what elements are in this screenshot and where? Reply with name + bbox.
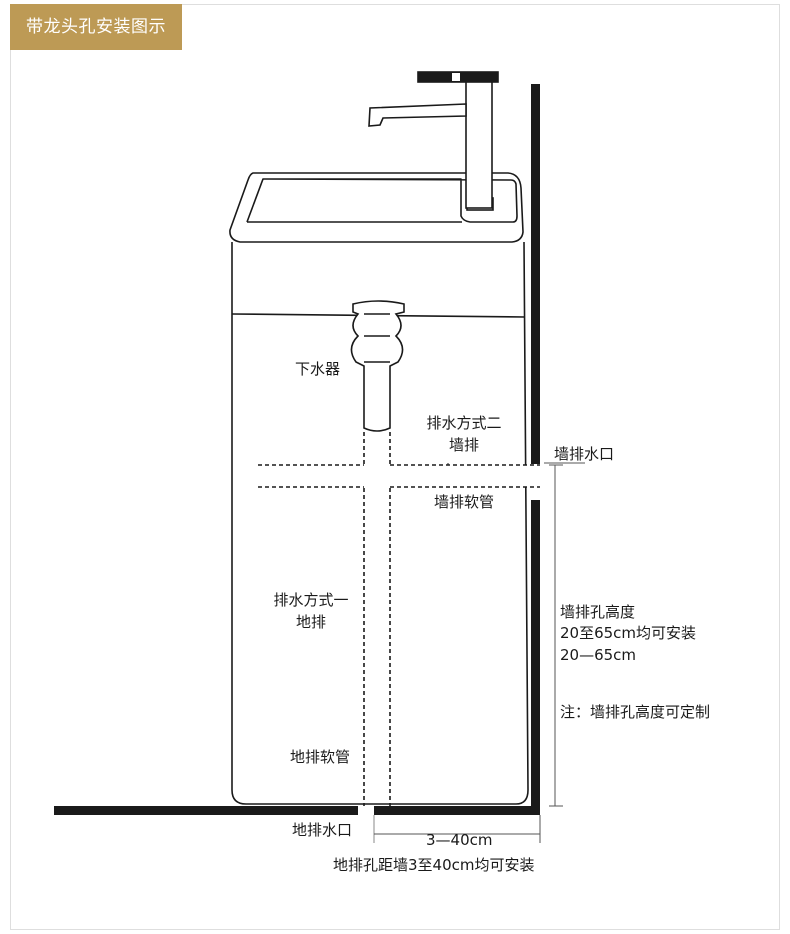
drain-label: 下水器 [295, 360, 341, 378]
wall-lower [531, 500, 540, 811]
pedestal-body [231, 241, 529, 805]
method2-label-line1: 排水方式二 [426, 414, 502, 432]
method2-label-line2: 墙排 [448, 436, 479, 454]
method1-label-line1: 排水方式一 [273, 591, 349, 609]
faucet-spout [368, 103, 467, 127]
basin-top-rim [229, 172, 524, 243]
wall-drain-pipe [258, 464, 540, 488]
height-dimension [549, 464, 563, 807]
wall-hose-label: 墙排软管 [434, 493, 495, 511]
drain-assembly [350, 300, 405, 432]
floor-hose-label: 地排软管 [290, 748, 351, 766]
floor-right [374, 806, 540, 815]
title-badge: 带龙头孔安装图示 [10, 4, 182, 50]
distance-range-label: 3—40cm [426, 831, 493, 849]
height-range-note-label: 20至65cm均可安装 [560, 624, 697, 642]
basin-inner [262, 178, 518, 223]
floor-drain-pipe [363, 432, 391, 806]
distance-dimension [374, 815, 541, 843]
method1-label-line2: 地排 [295, 613, 326, 631]
drain-body [350, 300, 405, 432]
floor-left [54, 806, 358, 815]
height-title-label: 墙排孔高度 [560, 603, 636, 621]
faucet-handle-mark [452, 73, 460, 81]
distance-note-label: 地排孔距墙3至40cm均可安装 [333, 856, 535, 874]
basin-inner-left [246, 178, 264, 223]
basin [229, 172, 529, 805]
wall-upper [531, 84, 540, 464]
wall-outlet-label: 墙排水口 [554, 445, 615, 463]
height-range-label: 20—65cm [560, 646, 637, 664]
floor-outlet-label: 地排水口 [292, 821, 353, 839]
custom-height-note-label: 注：墙排孔高度可定制 [560, 703, 711, 721]
wall-drain-band [258, 465, 540, 487]
faucet-body [465, 79, 493, 209]
faucet [368, 71, 499, 211]
